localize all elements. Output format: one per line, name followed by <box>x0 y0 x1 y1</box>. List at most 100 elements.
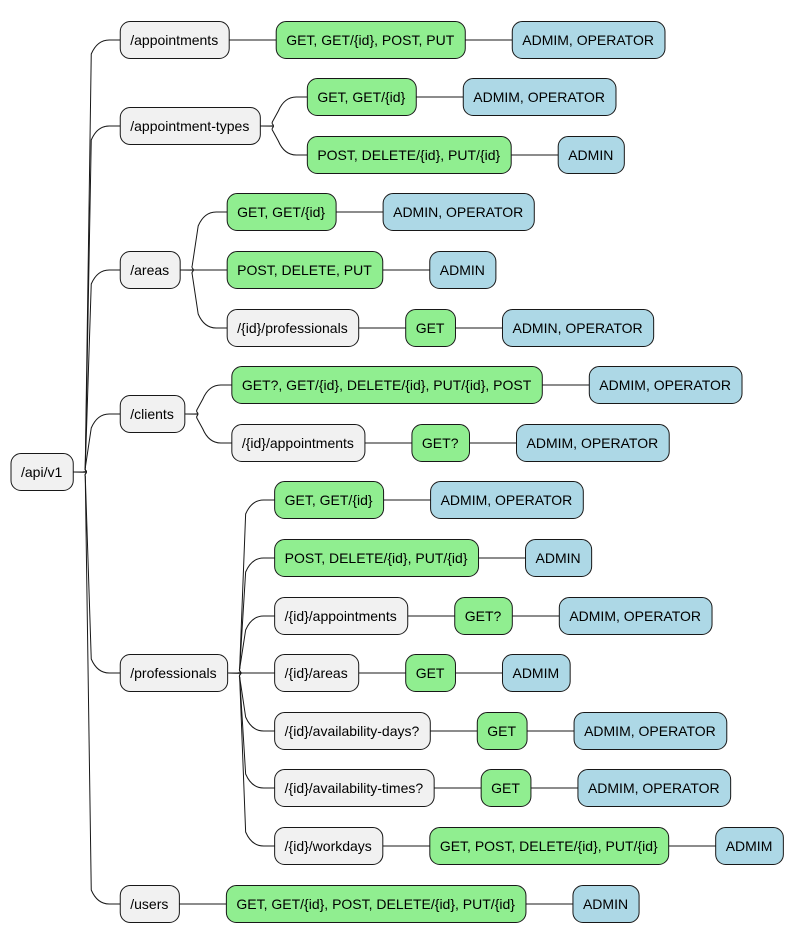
node-label: ADMIN, OPERATOR <box>512 320 642 336</box>
node-box <box>119 395 186 433</box>
method-node: GET?, GET/{id}, DELETE/{id}, PUT/{id}, P… <box>231 366 543 404</box>
role-node: ADMIM, OPERATOR <box>558 597 713 635</box>
node-box <box>462 78 617 116</box>
method-node: GET, GET/{id} <box>306 78 417 116</box>
node-box <box>306 78 417 116</box>
node-label: POST, DELETE, PUT <box>237 262 372 278</box>
method-node: GET <box>476 712 528 750</box>
node-box <box>274 712 431 750</box>
node-box <box>405 309 456 347</box>
node-box <box>119 21 230 59</box>
node-label: /clients <box>130 406 174 422</box>
path-node: /appointment-types <box>119 107 261 145</box>
role-node: ADMIM, OPERATOR <box>588 366 743 404</box>
node-label: ADMIM <box>726 838 773 854</box>
node-box <box>119 885 180 923</box>
role-node: ADMIM <box>715 827 784 865</box>
node-box <box>119 251 181 289</box>
role-node: ADMIN <box>572 885 640 923</box>
node-label: /users <box>130 896 168 912</box>
path-node: /clients <box>119 395 186 433</box>
node-box <box>119 654 229 692</box>
node-label: ADMIN <box>536 550 581 566</box>
node-label: /{id}/availability-times? <box>285 780 424 796</box>
node-box <box>275 21 466 59</box>
path-node: /appointments <box>119 21 230 59</box>
node-box <box>516 424 670 462</box>
node-label: POST, DELETE/{id}, PUT/{id} <box>285 550 468 566</box>
node-box <box>226 309 360 347</box>
node-label: GET, POST, DELETE/{id}, PUT/{id} <box>440 838 658 854</box>
node-label: /{id}/availability-days? <box>285 723 420 739</box>
node-label: ADMIN <box>568 147 613 163</box>
node-label: ADMIM, OPERATOR <box>527 435 659 451</box>
tree-edge <box>227 615 275 674</box>
node-label: GET, GET/{id}, POST, DELETE/{id}, PUT/{i… <box>236 896 515 912</box>
role-node: ADMIN <box>557 136 625 174</box>
node-label: GET <box>416 320 445 336</box>
node-label: ADMIM, OPERATOR <box>588 780 720 796</box>
role-node: ADMIM, OPERATOR <box>516 424 670 462</box>
role-node: ADMIN <box>525 539 593 577</box>
role-node: ADMIN, OPERATOR <box>382 193 535 231</box>
tree-edge <box>180 211 228 271</box>
node-label: GET, GET/{id}, POST, PUT <box>286 32 454 48</box>
path-node: /areas <box>119 251 181 289</box>
tree-edge <box>260 125 308 156</box>
node-box <box>501 309 655 347</box>
node-box <box>382 193 535 231</box>
method-node: GET? <box>411 424 470 462</box>
path-node: /users <box>119 885 180 923</box>
node-box <box>430 481 584 519</box>
method-node: GET <box>480 769 532 807</box>
node-box <box>274 597 409 635</box>
node-box <box>225 885 527 923</box>
node-label: ADMIM, OPERATOR <box>473 89 605 105</box>
method-node: GET, GET/{id}, POST, DELETE/{id}, PUT/{i… <box>225 885 527 923</box>
role-node: ADMIM <box>501 654 571 692</box>
node-box <box>405 654 456 692</box>
node-label: ADMIM <box>512 665 559 681</box>
tree-edge <box>184 384 232 415</box>
node-label: /professionals <box>130 665 216 681</box>
node-label: /appointment-types <box>130 118 249 134</box>
node-box <box>10 453 74 491</box>
node-box <box>306 136 512 174</box>
node-box <box>274 827 384 865</box>
path-node: /{id}/availability-times? <box>274 769 435 807</box>
path-node: /{id}/professionals <box>226 309 360 347</box>
node-label: GET <box>487 723 516 739</box>
path-node: /{id}/appointments <box>274 597 409 635</box>
node-label: ADMIM, OPERATOR <box>599 377 731 393</box>
method-node: GET, GET/{id} <box>274 481 385 519</box>
tree-edge <box>73 413 121 473</box>
node-box <box>274 654 360 692</box>
path-node: /{id}/workdays <box>274 827 384 865</box>
role-node: ADMIN, OPERATOR <box>501 309 655 347</box>
method-node: POST, DELETE, PUT <box>226 251 384 289</box>
node-label: ADMIM, OPERATOR <box>584 723 716 739</box>
path-node: /{id}/appointments <box>231 424 366 462</box>
path-node: /{id}/availability-days? <box>274 712 431 750</box>
node-label: GET? <box>465 608 502 624</box>
method-node: GET, GET/{id}, POST, PUT <box>275 21 466 59</box>
node-label: ADMIM, OPERATOR <box>569 608 701 624</box>
node-box <box>274 481 385 519</box>
node-label: GET <box>416 665 445 681</box>
path-node: /professionals <box>119 654 229 692</box>
method-node: GET <box>405 654 456 692</box>
role-node: ADMIN <box>429 251 497 289</box>
tree-edge <box>73 471 121 674</box>
node-box <box>274 769 435 807</box>
tree-edge <box>260 96 308 127</box>
node-box <box>558 597 713 635</box>
node-label: ADMIM, OPERATOR <box>441 492 573 508</box>
node-label: /{id}/professionals <box>237 320 348 336</box>
node-box <box>525 539 593 577</box>
node-label: ADMIN, OPERATOR <box>393 204 523 220</box>
tree-edge <box>73 39 121 473</box>
node-label: /{id}/areas <box>285 665 348 681</box>
node-label: /{id}/workdays <box>285 838 372 854</box>
method-node: POST, DELETE/{id}, PUT/{id} <box>274 539 480 577</box>
